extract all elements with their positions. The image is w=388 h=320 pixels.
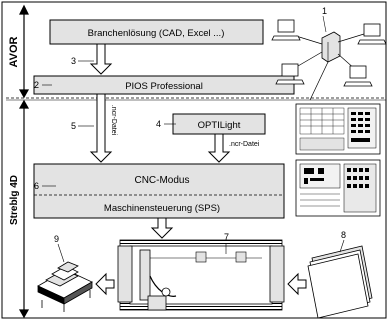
computer-icon [357,23,387,45]
software-screen-2 [295,159,381,217]
network-lines [295,33,365,101]
streblg-zone-arrow [18,99,30,319]
sps-label: Maschinensteuerung (SPS) [104,203,220,214]
pios-block [33,75,295,95]
cnc-label: CNC-Modus [134,175,189,186]
avor-label: AVOR [8,36,20,67]
arrow-machine-to-parts [95,272,115,296]
arrow-sps-to-machine [150,217,174,239]
leader-1 [322,15,327,33]
arrow-optilight-to-cnc [207,133,231,163]
software-screen-1 [295,103,381,155]
callout-5: 5 [71,121,76,131]
leader-9 [57,243,65,263]
arrow-pios-to-cnc [89,93,113,163]
branchen-label: Branchenlösung (CAD, Excel ...) [88,28,225,39]
arrow-branchen-to-pios [89,43,113,75]
network-server-icon [321,31,341,63]
callout-9: 9 [54,234,59,244]
computer-icon [275,63,305,85]
streblg-label: Streblg 4D [9,175,20,225]
callout-3: 3 [71,56,76,66]
file-label-left: .ncr-Datei [110,105,117,136]
callout-1: 1 [322,6,327,16]
finished-parts-pallet [37,261,93,312]
branchen-block [49,19,264,45]
cnc-block [33,163,285,219]
callout-8: 8 [341,230,346,240]
pios-label: PIOS Professional [125,81,203,92]
leader-8 [339,239,345,253]
computer-icon [343,65,373,87]
callout-7: 7 [224,232,229,242]
callout-6: 6 [34,181,39,191]
file-label-right: .ncr-Datei [229,141,260,148]
avor-zone-arrow [18,4,30,99]
arrow-sheets-to-machine [287,272,307,296]
computer-icon [271,19,301,41]
material-sheets [307,245,373,319]
callout-2: 2 [34,80,39,90]
callout-4: 4 [156,119,161,129]
cutting-machine [117,239,285,311]
optilight-label: OPTILight [198,120,241,131]
